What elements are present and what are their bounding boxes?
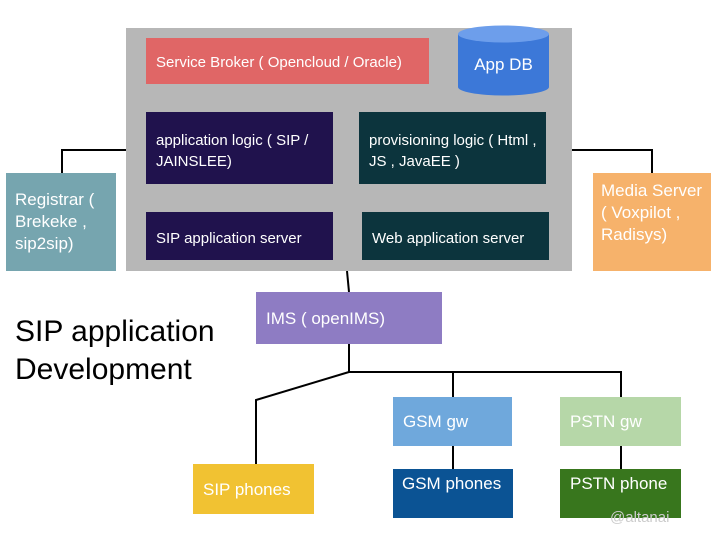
service-broker-box: Service Broker ( Opencloud / Oracle)	[146, 38, 429, 84]
connector-sip-phones	[255, 371, 350, 464]
connector-registrar	[61, 149, 126, 173]
watermark: @altanai	[610, 509, 670, 526]
registrar-box: Registrar ( Brekeke , sip2sip)	[6, 173, 116, 271]
connector-ims-bus	[348, 344, 622, 397]
database-icon	[458, 25, 549, 96]
media-server-box: Media Server ( Voxpilot , Radisys)	[593, 173, 711, 271]
application-logic-box: application logic ( SIP / JAINSLEE)	[146, 112, 333, 184]
diagram-title: SIP application Development	[15, 315, 215, 386]
app-db-label: App DB	[474, 55, 533, 74]
connector-container-ims	[346, 270, 350, 293]
connector-media-server	[572, 149, 653, 173]
gsm-gateway-box: GSM gw	[393, 397, 512, 446]
gsm-phones-box: GSM phones	[393, 469, 513, 518]
provisioning-logic-box: provisioning logic ( Html , JS , JavaEE …	[359, 112, 546, 184]
sip-application-server-box: SIP application server	[146, 212, 333, 260]
pstn-gateway-box: PSTN gw	[560, 397, 681, 446]
pstn-phone-box: PSTN phone	[560, 469, 681, 518]
web-application-server-box: Web application server	[362, 212, 549, 260]
ims-box: IMS ( openIMS)	[256, 292, 442, 344]
sip-phones-box: SIP phones	[193, 464, 314, 514]
